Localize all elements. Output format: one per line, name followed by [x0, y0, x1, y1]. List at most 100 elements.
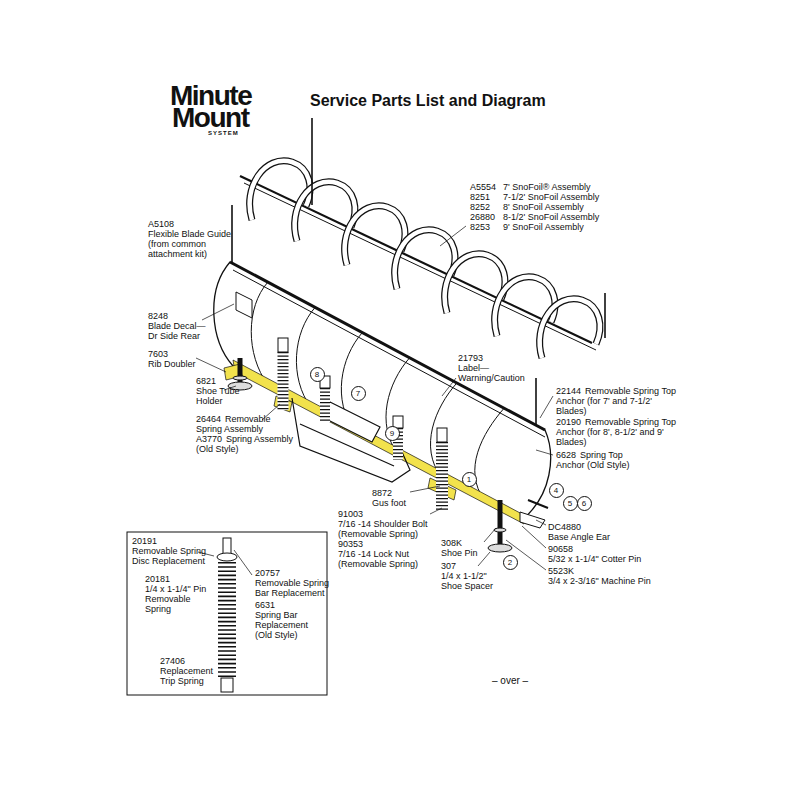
part-label: 26880 — [470, 212, 495, 222]
leader-line — [234, 550, 252, 575]
callout-text: 2 — [508, 558, 512, 567]
part-label: 8-1/2' SnoFoil Assembly — [503, 212, 599, 222]
moldboard — [214, 262, 551, 520]
leader-line — [478, 552, 490, 566]
leader-line — [440, 226, 466, 246]
part-label: 5523K — [548, 566, 574, 576]
moldboard — [475, 408, 504, 500]
callout-number: 1 — [462, 472, 477, 487]
part-label: Removable Spring Bar Replacement — [255, 578, 335, 598]
plow-shoe — [228, 358, 512, 552]
part-label: 8251 — [470, 192, 490, 202]
part-label: 307 — [441, 561, 456, 571]
callout-number: 2 — [503, 555, 518, 570]
snofoil-rib — [250, 161, 310, 220]
leader-line — [484, 528, 496, 542]
leader-line — [522, 526, 546, 548]
part-label: 7/16 -14 Lock Nut (Removable Spring) — [338, 549, 436, 569]
leader-line — [536, 450, 553, 455]
part-label: 6821 — [196, 376, 216, 386]
moldboard — [214, 262, 551, 520]
part-label: 8' SnoFoil Assembly — [503, 202, 584, 212]
trip-spring — [436, 442, 448, 510]
leader-line — [196, 358, 226, 372]
part-label: A3770 — [196, 434, 222, 444]
part-label: Removable Spring Disc Replacement — [132, 546, 214, 566]
part-label: 22144 — [556, 386, 581, 396]
logo-text: SYSTEM — [208, 130, 239, 137]
part-label: A5108 — [148, 219, 174, 229]
trip-spring — [436, 442, 448, 510]
callout-text: 7 — [356, 389, 360, 398]
base-angle-ear — [520, 500, 548, 528]
a-frame — [292, 398, 410, 482]
part-label: 7' SnoFoil® Assembly — [503, 182, 590, 192]
trip-spring — [278, 352, 289, 410]
page-title: Service Parts List and Diagram — [310, 92, 546, 110]
part-label: 1/4 x 1-1/2" Shoe Spacer — [441, 571, 501, 591]
guide-rod — [311, 118, 313, 205]
inset-frame — [127, 532, 327, 695]
part-label: 20181 — [145, 574, 170, 584]
callout-text: 4 — [554, 486, 558, 495]
leader-line — [442, 378, 456, 396]
a-frame — [322, 402, 380, 442]
base-angle-ear — [528, 500, 548, 508]
leader-line — [196, 226, 553, 575]
inset-frame — [127, 532, 327, 695]
snofoil-rib — [495, 277, 555, 336]
part-label: 8248 — [148, 311, 168, 321]
part-label: Replacement Trip Spring — [160, 666, 215, 686]
part-label: Base Angle Ear — [548, 532, 610, 542]
part-label: Spring Assembly (Old Style) — [196, 434, 304, 454]
plow-shoe — [488, 544, 512, 552]
part-label: 20191 — [132, 536, 157, 546]
part-label: 8872 — [372, 488, 392, 498]
plow-shoe — [498, 500, 503, 545]
leader-line — [536, 520, 546, 525]
part-label: 8252 — [470, 202, 490, 212]
part-label: Removable Spring Top Anchor (for 8', 8-1… — [556, 417, 684, 447]
callout-text: 6 — [582, 499, 586, 508]
inset-spring — [221, 678, 233, 692]
part-label: DC4880 — [548, 522, 581, 532]
callout-text: 1 — [467, 475, 471, 484]
trip-spring — [278, 352, 289, 410]
base-angle-ear — [520, 512, 545, 528]
part-label: Spring Bar Replacement (Old Style) — [255, 610, 313, 640]
plow-shoe — [233, 376, 247, 380]
leader-line — [540, 396, 553, 418]
snofoil-rib — [250, 161, 310, 220]
trip-spring — [320, 388, 330, 422]
snofoil-rib — [495, 277, 555, 336]
moldboard — [251, 282, 268, 384]
spring-anchor — [278, 338, 288, 352]
part-label: Gus foot — [372, 498, 406, 508]
part-label: 91003 — [338, 509, 363, 519]
part-label: Blade Decal— Dr Side Rear — [148, 321, 214, 341]
callout-number: 9 — [385, 426, 400, 441]
callout-number: 5 — [563, 496, 578, 511]
part-label: 7-1/2' SnoFoil Assembly — [503, 192, 599, 202]
part-label: 1/4 x 1-1/4" Pin Removable Spring — [145, 584, 213, 614]
part-label: 26464 — [196, 414, 221, 424]
leader-line — [430, 508, 442, 514]
spring-anchor — [437, 428, 447, 442]
part-label: 27406 — [160, 656, 185, 666]
logo-text: Minute — [170, 84, 251, 108]
part-label: 7/16 -14 Shoulder Bolt (Removable Spring… — [338, 519, 436, 539]
inset-spring — [217, 553, 237, 561]
snofoil-rib — [250, 161, 310, 220]
part-label: Spring Top Anchor (Old Style) — [556, 450, 644, 470]
part-label: Shoe Tube Holder — [196, 386, 246, 406]
part-label: A5554 — [470, 182, 496, 192]
part-label: 6628 — [556, 450, 576, 460]
leader-line — [410, 486, 440, 492]
part-label: Rib Doubler — [148, 359, 196, 369]
a-frame — [292, 398, 410, 482]
callout-number: 6 — [577, 496, 592, 511]
moldboard — [296, 307, 315, 407]
spring-anchor — [278, 338, 447, 442]
